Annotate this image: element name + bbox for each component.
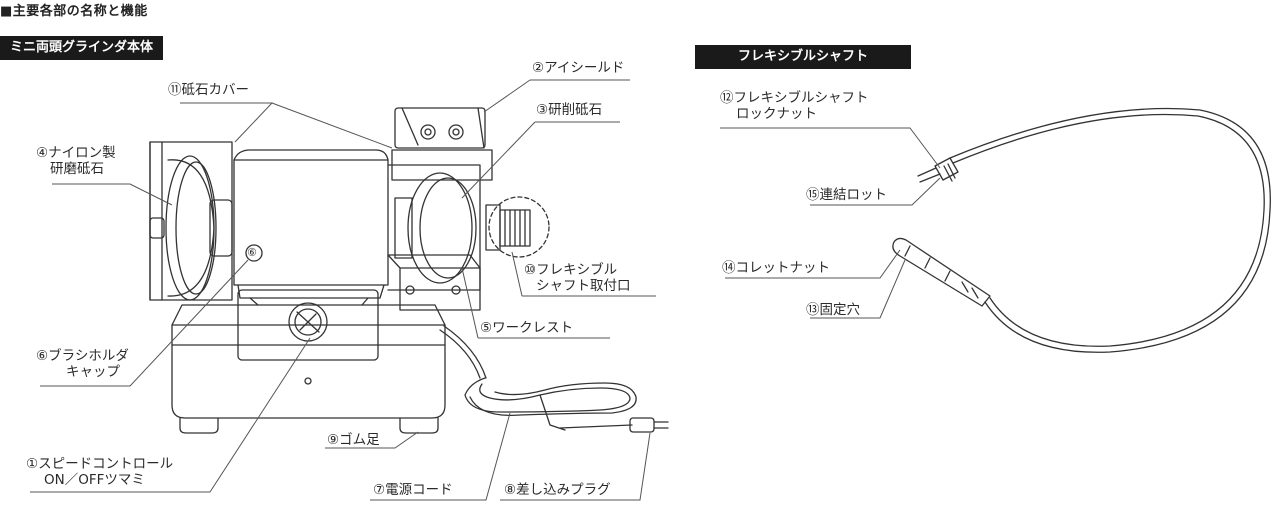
- leader-lines: [30, 79, 941, 501]
- left-wheel-assembly: [149, 141, 233, 301]
- flexible-shaft: [892, 107, 1271, 353]
- brush-cap-marker: [245, 244, 263, 262]
- page-title: ■主要各部の名称と機能: [0, 4, 148, 19]
- motor-body: [233, 149, 389, 306]
- speed-knob: [288, 302, 328, 342]
- label-brush-holder: ⑥ブラシホルダ キャップ: [36, 348, 129, 380]
- label-grinding-wheel: ③研削砥石: [536, 102, 603, 118]
- label-speed-control: ①スピードコントロール ON／OFFツマミ: [26, 456, 174, 488]
- label-collet-nut: ⑭コレットナット: [722, 260, 830, 276]
- label-wheel-cover: ⑪砥石カバー: [168, 82, 249, 98]
- label-eye-shield: ②アイシールド: [532, 60, 625, 76]
- shaft-mount-highlight: [488, 196, 550, 258]
- section-header-shaft: フレキシブルシャフト: [695, 45, 911, 69]
- label-lock-nut: ⑫フレキシブルシャフト ロックナット: [720, 90, 869, 122]
- grinder-base: [171, 289, 446, 434]
- label-plug: ⑧差し込みプラグ: [504, 482, 611, 498]
- label-nylon-wheel: ④ナイロン製 研磨砥石: [36, 145, 116, 177]
- label-rubber-feet: ⑨ゴム足: [327, 432, 380, 448]
- power-cord: [439, 325, 669, 433]
- label-rod: ⑮連結ロット: [806, 187, 887, 203]
- right-wheel-assembly: [387, 107, 531, 311]
- brush-cap-marker-label: ⑥: [247, 246, 257, 259]
- label-work-rest: ⑤ワークレスト: [480, 320, 574, 336]
- label-shaft-mount: ⑩フレキシブル シャフト取付口: [524, 262, 631, 294]
- label-fixing-hole: ⑬固定穴: [806, 302, 860, 318]
- section-header-grinder: ミニ両頭グラインダ本体: [0, 36, 164, 60]
- label-power-cord: ⑦電源コード: [373, 482, 453, 498]
